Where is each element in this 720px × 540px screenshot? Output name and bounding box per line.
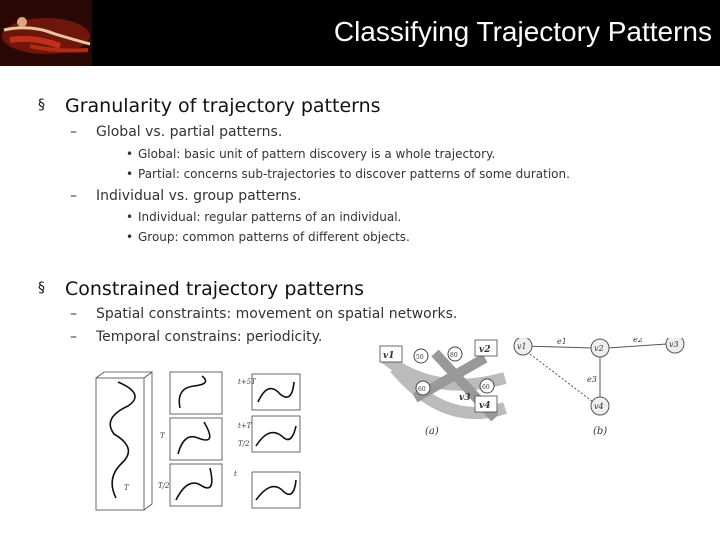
node-a-v1: v1 (383, 351, 395, 361)
label-t2: T/2 (238, 440, 250, 448)
periodic-trajectory-figure: t+5T t+T T/2 T T/2 T t (88, 368, 308, 522)
label-t5t: t+5T (238, 378, 257, 386)
node-b-v4: v4 (594, 402, 604, 411)
label-tt: t+T (238, 422, 253, 430)
node-b-v2: v2 (594, 344, 604, 353)
node-a-v2: v2 (479, 345, 491, 355)
dancer-photo (0, 0, 92, 66)
node-b-v1: v1 (517, 342, 527, 351)
node-a-v4: v4 (479, 401, 491, 411)
graph-b: v1 v2 v3 v4 e1 e2 e3 (b) (513, 334, 685, 437)
section-bullet: § (38, 280, 45, 296)
dash-marker: – (70, 188, 77, 204)
section-heading: Granularity of trajectory patterns (65, 95, 381, 117)
speed-50: 50 (416, 354, 424, 361)
speed-60b: 60 (482, 384, 490, 391)
slide-header: Classifying Trajectory Patterns (0, 0, 720, 66)
road-map: v1 v2 v3 v4 50 80 60 60 (a) (379, 339, 507, 437)
edge-e3: e3 (587, 375, 597, 384)
dash-marker: – (70, 306, 77, 322)
edge-e2: e2 (633, 338, 643, 344)
page-title: Classifying Trajectory Patterns (333, 16, 712, 47)
label-a: (a) (425, 426, 439, 437)
label-t2b: T/2 (158, 482, 170, 490)
dash-marker: – (70, 124, 77, 140)
subitem-text: Individual vs. group patterns. (96, 188, 302, 204)
spatial-network-figure: v1 v2 v3 v4 50 80 60 60 (a) v1 (375, 334, 715, 442)
label-tb: T (124, 484, 130, 492)
node-b-v3: v3 (669, 340, 679, 349)
subitem-text: Spatial constraints: movement on spatial… (96, 306, 458, 322)
label-time: t (234, 470, 237, 478)
subitem-text: Global vs. partial patterns. (96, 124, 283, 140)
label-b: (b) (593, 426, 607, 437)
edge-e1: e1 (557, 338, 567, 346)
speed-80: 80 (450, 352, 458, 359)
label-t: T (160, 432, 166, 440)
dash-marker: – (70, 329, 77, 345)
speed-60a: 60 (418, 386, 426, 393)
section-bullet: § (38, 97, 45, 113)
node-a-v3: v3 (459, 393, 471, 403)
section-heading: Constrained trajectory patterns (65, 278, 365, 300)
subitem-text: Temporal constrains: periodicity. (96, 329, 323, 345)
